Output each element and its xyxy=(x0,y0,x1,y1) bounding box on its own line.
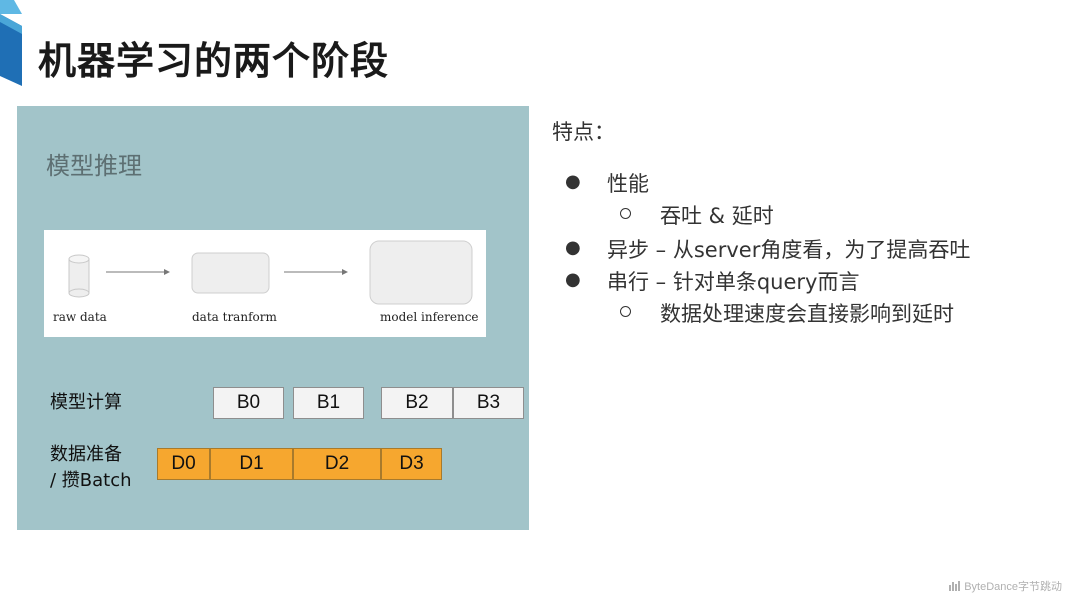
compute-block: B3 xyxy=(453,387,524,419)
bytedance-logo-icon xyxy=(949,581,961,591)
arrow-icon xyxy=(284,269,348,275)
transform-box xyxy=(191,252,270,294)
slide-title: 机器学习的两个阶段 xyxy=(38,39,390,83)
inference-panel: 模型推理 raw data data tranf xyxy=(17,106,529,530)
sub-bullet-throughput-latency: 吞吐 & 延时 xyxy=(660,204,774,228)
data-block: D0 xyxy=(157,448,210,480)
sub-bullet-icon xyxy=(620,306,631,317)
sub-bullet-processing-speed: 数据处理速度会直接影响到延时 xyxy=(660,302,954,326)
footer-brand-text: ByteDance字节跳动 xyxy=(964,581,1062,593)
model-box xyxy=(369,240,473,305)
step-data-transform: data tranform xyxy=(192,310,277,324)
compute-row-label: 模型计算 xyxy=(50,392,122,413)
notes-heading: 特点： xyxy=(552,120,615,144)
pipeline-diagram: raw data data tranform model inference xyxy=(44,230,486,337)
compute-block: B0 xyxy=(213,387,284,419)
step-model-inference: model inference xyxy=(380,310,479,324)
arrow-icon xyxy=(106,269,170,275)
data-row-label-line2: / 攒Batch xyxy=(50,470,132,491)
step-raw-data: raw data xyxy=(53,310,107,324)
bullet-async: 异步 – 从server角度看，为了提高吞吐 xyxy=(607,238,971,262)
bullet-icon: ● xyxy=(565,269,581,290)
data-block: D3 xyxy=(381,448,442,480)
data-block: D2 xyxy=(293,448,381,480)
compute-block: B1 xyxy=(293,387,364,419)
compute-block: B2 xyxy=(381,387,453,419)
bullet-icon: ● xyxy=(565,237,581,258)
data-block: D1 xyxy=(210,448,293,480)
data-row-label-line1: 数据准备 xyxy=(50,444,122,465)
database-icon xyxy=(68,254,90,298)
pipeline-shapes xyxy=(68,240,473,305)
footer-brand: ByteDance字节跳动 xyxy=(949,578,1062,594)
corner-accent-icon xyxy=(0,0,22,86)
bullet-performance: 性能 xyxy=(607,172,649,196)
panel-title: 模型推理 xyxy=(46,152,142,180)
sub-bullet-icon xyxy=(620,208,631,219)
bullet-icon: ● xyxy=(565,171,581,192)
bullet-serial: 串行 – 针对单条query而言 xyxy=(607,270,860,294)
